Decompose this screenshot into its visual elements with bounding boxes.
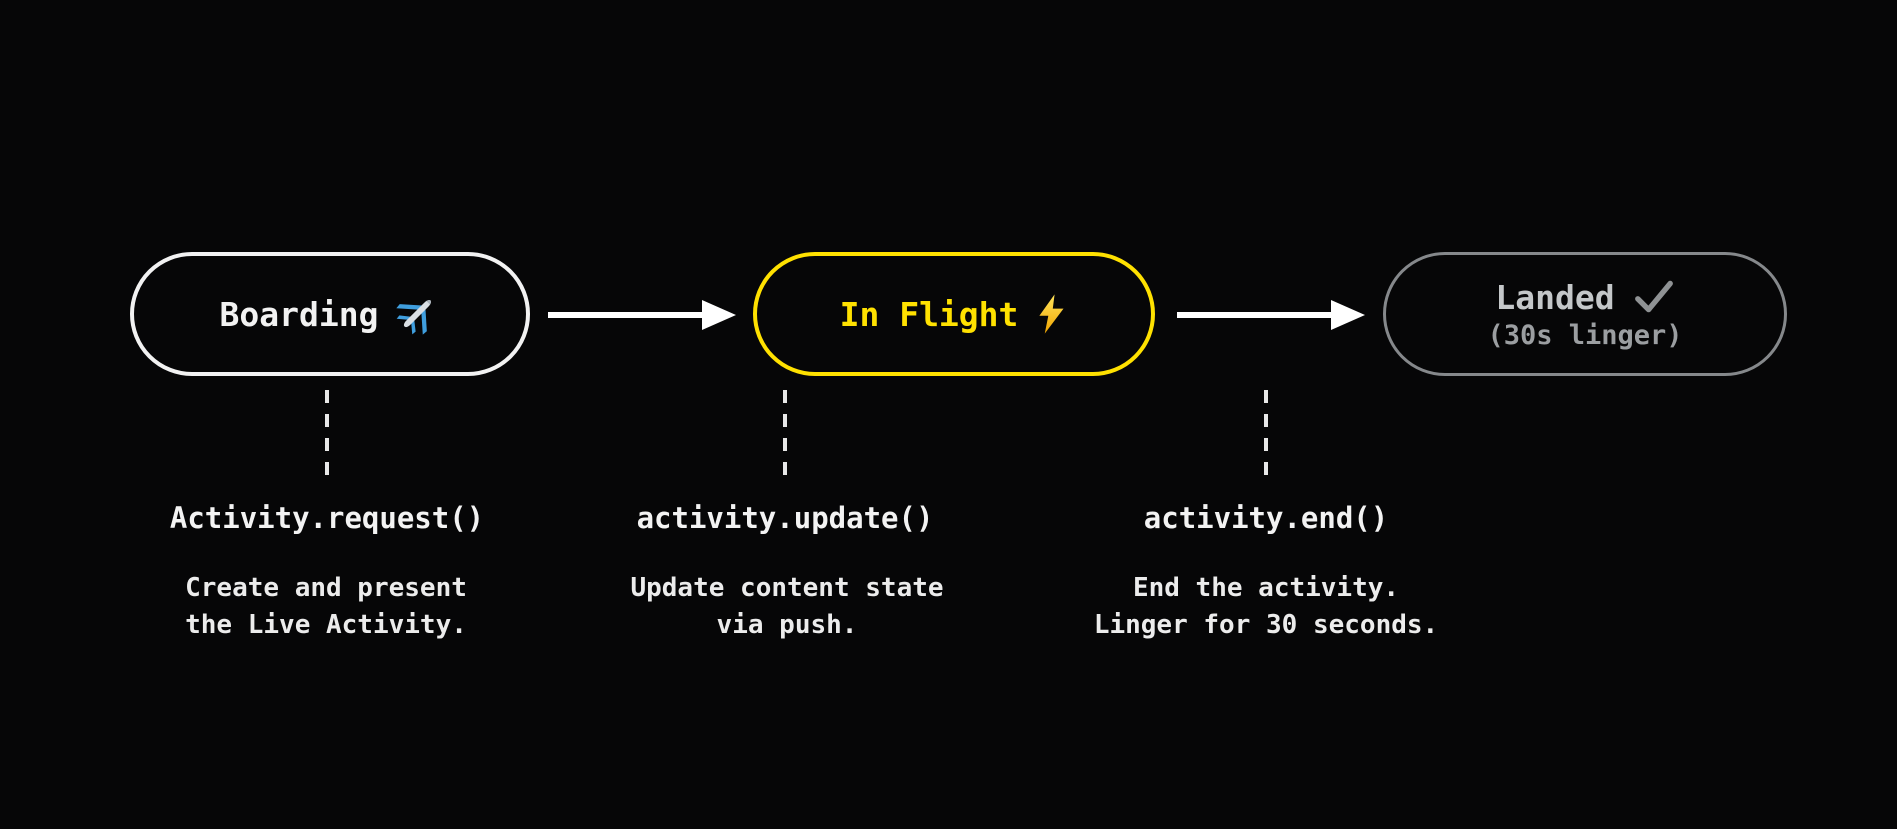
step-description-line: End the activity. (1132, 573, 1400, 603)
step-description-line: Linger for 30 seconds. (1093, 610, 1439, 640)
dashed-connector (783, 390, 787, 480)
api-call-end-label: activity.end() (1143, 501, 1389, 535)
step-description-line: Create and present (185, 573, 467, 603)
lightning-icon (1034, 293, 1068, 335)
api-call-update-label: activity.update() (636, 501, 934, 535)
api-call-request-label: Activity.request() (169, 501, 485, 535)
checkmark-icon (1633, 279, 1675, 315)
arrow-right-icon (548, 300, 736, 330)
arrow-right-icon (1177, 300, 1365, 330)
step-description-update: Update content state via push. (630, 570, 943, 644)
node-landed-content: Landed (30s linger) (1487, 278, 1682, 351)
node-boarding-content: Boarding (220, 291, 441, 337)
node-in-flight-content: In Flight (840, 293, 1069, 335)
airplane-icon (394, 291, 440, 337)
dashed-connector (1264, 390, 1268, 480)
node-boarding-label: Boarding (219, 294, 379, 334)
node-landed: Landed (30s linger) (1383, 252, 1787, 376)
step-description-line: via push. (716, 610, 858, 640)
node-landed-label: Landed (1495, 277, 1615, 317)
dashed-connector (325, 390, 329, 480)
node-in-flight: In Flight (753, 252, 1155, 376)
step-description-line: Update content state (630, 573, 944, 603)
node-in-flight-label: In Flight (839, 294, 1019, 334)
node-boarding: Boarding (130, 252, 530, 376)
step-description-end: End the activity. Linger for 30 seconds. (1094, 570, 1438, 644)
node-landed-title-row: Landed (1495, 278, 1674, 317)
node-landed-sublabel: (30s linger) (1487, 319, 1683, 351)
step-description-line: the Live Activity. (185, 610, 467, 640)
step-description-request: Create and present the Live Activity. (185, 570, 467, 644)
